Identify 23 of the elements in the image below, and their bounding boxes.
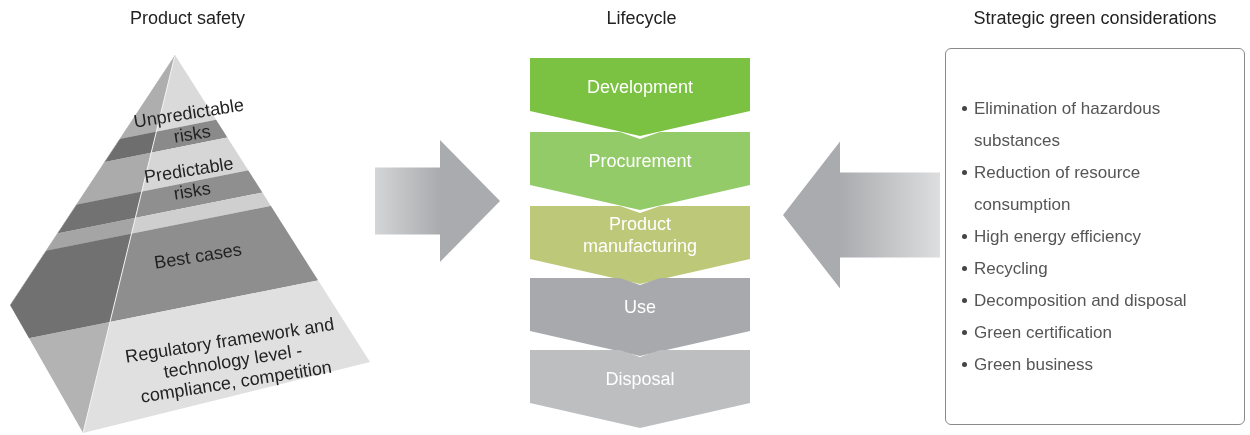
chevron-step (530, 350, 750, 428)
list-item: Recycling (974, 258, 1049, 280)
list-item: Reduction of resource consumption (974, 162, 1142, 216)
list-item: Elimination of hazardous substances (974, 98, 1162, 152)
chevron-step (530, 206, 750, 284)
list-item: Green certification (974, 322, 1113, 344)
column-heading: Product safety (128, 8, 247, 29)
arrow (375, 140, 500, 262)
step-label: Development (586, 76, 694, 98)
column-heading: Lifecycle (605, 8, 678, 29)
step-label: Disposal (605, 368, 675, 390)
step-label: Product manufacturing (581, 213, 699, 257)
step-label: Procurement (588, 150, 692, 172)
layer-label: Best cases (132, 235, 264, 278)
column-heading: Strategic green considerations (972, 8, 1218, 29)
chevron-step (530, 278, 750, 356)
chevron-step (530, 132, 750, 210)
list-item: Decomposition and disposal (974, 290, 1188, 312)
step-label: Use (624, 296, 656, 318)
chevron-step (530, 58, 750, 136)
list-item: Green business (974, 354, 1095, 376)
list-item: High energy efficiency (974, 226, 1142, 248)
arrow (783, 141, 940, 289)
